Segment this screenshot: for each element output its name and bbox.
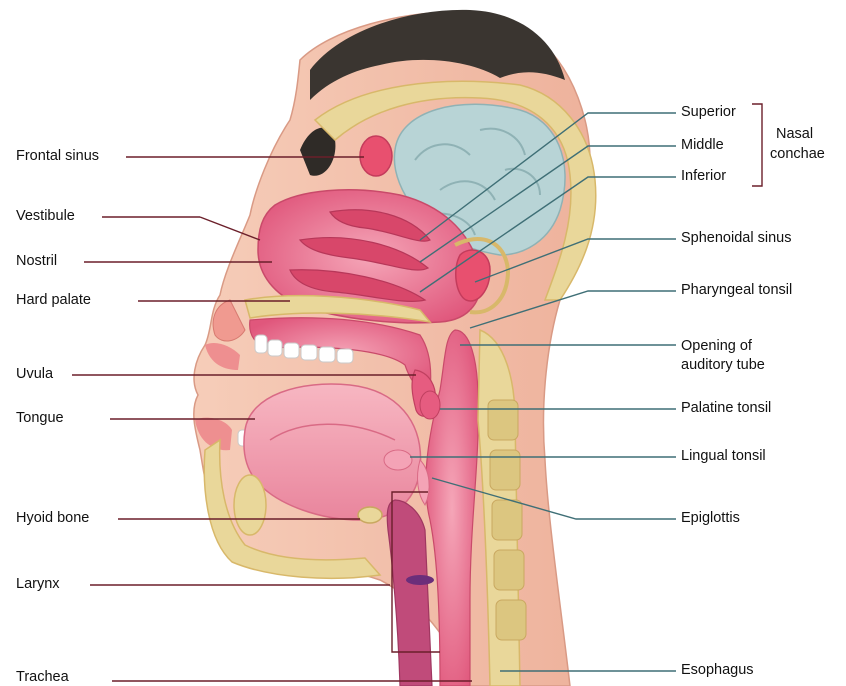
label-conchae: conchae [770, 146, 825, 163]
label-pharyngeal-tonsil: Pharyngeal tonsil [681, 282, 792, 299]
label-sphenoidal-sinus: Sphenoidal sinus [681, 230, 791, 247]
label-hard-palate: Hard palate [16, 292, 91, 309]
label-esophagus: Esophagus [681, 662, 754, 679]
label-larynx: Larynx [16, 576, 60, 593]
label-vestibule: Vestibule [16, 208, 75, 225]
label-superior: Superior [681, 104, 736, 121]
label-uvula: Uvula [16, 366, 53, 383]
label-trachea: Trachea [16, 669, 69, 686]
label-epiglottis: Epiglottis [681, 510, 740, 527]
label-palatine-tonsil: Palatine tonsil [681, 400, 771, 417]
lingual-tonsil-shape [384, 450, 412, 470]
frontal-sinus-shape [360, 136, 392, 176]
hyoid-bone-shape [358, 507, 382, 523]
label-tongue: Tongue [16, 410, 64, 427]
label-hyoid-bone: Hyoid bone [16, 510, 89, 527]
label-nostril: Nostril [16, 253, 57, 270]
nasal-conchae-bracket [752, 104, 762, 186]
palatine-tonsil-shape [420, 391, 440, 419]
label-frontal-sinus: Frontal sinus [16, 148, 99, 165]
label-middle: Middle [681, 137, 724, 154]
label-nasal: Nasal [776, 126, 813, 143]
label-auditory-tube: auditory tube [681, 357, 765, 374]
label-lingual-tonsil: Lingual tonsil [681, 448, 766, 465]
label-inferior: Inferior [681, 168, 726, 185]
label-opening-of: Opening of [681, 338, 752, 355]
